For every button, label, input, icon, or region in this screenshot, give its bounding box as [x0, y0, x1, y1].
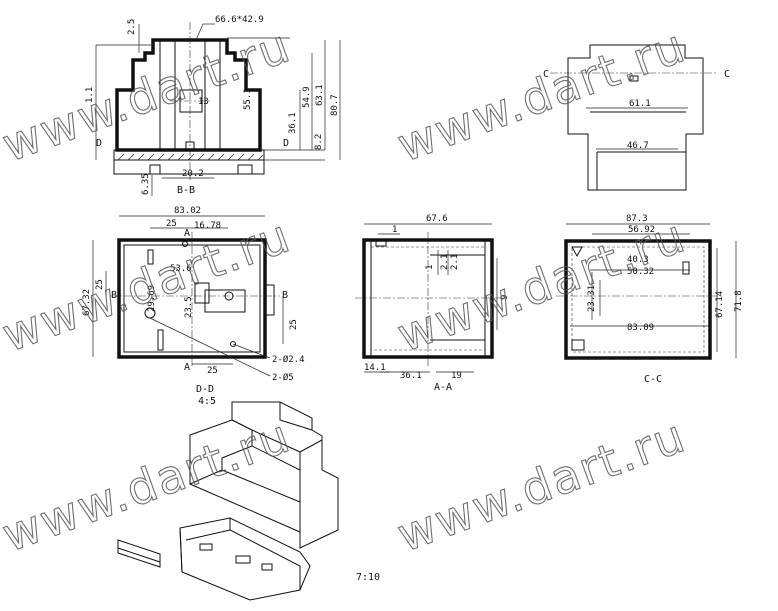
aa-dim-2-1b: 2.1 [450, 254, 460, 270]
cc-dim-83-09: 83.09 [627, 323, 654, 333]
dd-dim-29-69: 29.69 [147, 285, 157, 312]
iso-slider [117, 539, 161, 568]
dd-title: D-D [196, 384, 214, 395]
dd-hole-a: 2-Ø2.4 [272, 354, 305, 365]
cc-dim-71-8: 71.8 [734, 290, 744, 312]
cc-dim-87-3: 87.3 [626, 214, 648, 224]
bb-dim-54-9: 54.9 [302, 86, 312, 108]
dd-dim-23-5: 23.5 [184, 296, 194, 318]
bb-title: B-B [177, 185, 195, 196]
dd-dim-25-right: 25 [289, 319, 299, 330]
bb-dim-80-7: 80.7 [330, 94, 340, 116]
bb-base-lower [113, 159, 265, 175]
view-d-d: 83.02 25 16.78 25 67.32 53.6 29.69 23.5 … [82, 206, 305, 407]
dd-dim-25-left: 25 [95, 279, 105, 290]
iso-scale: 7:10 [356, 572, 380, 583]
bb-dim-8-2: 8.2 [314, 134, 324, 150]
bb-dim-6-35: 6.35 [141, 173, 151, 195]
aa-dim-19: 19 [451, 371, 462, 381]
bb-dim-2-5: 2.5 [127, 19, 137, 35]
aa-dim-14-1: 14.1 [364, 363, 386, 373]
dd-hole-b: 2-Ø5 [272, 372, 294, 383]
tr-sec-c-right: C [724, 69, 730, 80]
bb-dim-1-1: 1.1 [85, 87, 95, 103]
aa-dim-1: 1 [392, 225, 397, 235]
bb-dim-13: 13 [198, 97, 209, 107]
view-isometric: 7:10 [117, 401, 380, 601]
dd-sec-a-bottom: A [184, 362, 190, 373]
tr-dim-46-7: 46.7 [627, 141, 649, 151]
bb-sec-d-left: D [96, 138, 102, 149]
bb-base-hatch [117, 153, 264, 161]
bb-top-dim: 66.6*42.9 [215, 15, 264, 25]
cc-title: C-C [644, 374, 662, 385]
cc-dim-50-32: 50.32 [627, 267, 654, 277]
dd-scale: 4:5 [198, 396, 216, 407]
dd-dim-16-78: 16.78 [194, 221, 221, 231]
dd-dim-67-32: 67.32 [82, 289, 92, 316]
watermark-6: www.dart.ru [390, 408, 693, 562]
dd-dim-25-top: 25 [166, 219, 177, 229]
cc-dim-67-14: 67.14 [715, 291, 725, 318]
dd-sec-a-top: A [184, 228, 190, 239]
watermark-5: www.dart.ru [0, 408, 298, 562]
cc-dim-56-92: 56.92 [628, 225, 655, 235]
bb-dim-20-2: 20.2 [182, 169, 204, 179]
view-c-c: 87.3 56.92 50.32 40.3 23.31 83.09 67.14 … [556, 214, 744, 385]
dd-dim-83-02: 83.02 [174, 206, 201, 216]
view-a-a: 67.6 1 14.1 36.1 19 9 1 2.1 2.1 A-A [355, 214, 510, 393]
cc-dim-23-31: 23.31 [587, 285, 597, 312]
aa-title: A-A [434, 382, 452, 393]
tr-dim-61-1: 61.1 [629, 99, 651, 109]
view-b-b: 66.6*42.9 2.5 1.1 13 36.1 55.1 54.9 63.1… [85, 15, 341, 196]
watermark-4: www.dart.ru [390, 208, 693, 362]
bb-dim-63-1: 63.1 [315, 84, 325, 106]
dd-sec-b-left: B [111, 290, 117, 301]
dd-dim-53-6: 53.6 [170, 264, 192, 274]
aa-dim-36-1: 36.1 [400, 371, 422, 381]
watermarks: www.dart.ru www.dart.ru www.dart.ru www.… [0, 18, 693, 563]
aa-dim-67-6: 67.6 [426, 214, 448, 224]
bb-sec-d-right: D [283, 138, 289, 149]
bb-dim-55-1: 55.1 [243, 88, 253, 110]
watermark-3: www.dart.ru [0, 208, 298, 362]
cc-outline [564, 239, 712, 360]
aa-dim-1-v: 1 [425, 265, 435, 270]
cc-dim-40-3: 40.3 [627, 255, 649, 265]
tr-outline [567, 44, 704, 191]
view-top-right: C C 61.1 46.7 [543, 44, 730, 191]
bb-dim-36-1: 36.1 [288, 112, 298, 134]
dd-dim-25-bottom: 25 [207, 366, 218, 376]
aa-dim-2-1: 2.1 [440, 254, 450, 270]
tr-sec-c-left: C [543, 69, 549, 80]
dd-sec-b-right: B [282, 290, 288, 301]
aa-dim-9: 9 [500, 295, 510, 300]
iso-base [179, 517, 311, 601]
